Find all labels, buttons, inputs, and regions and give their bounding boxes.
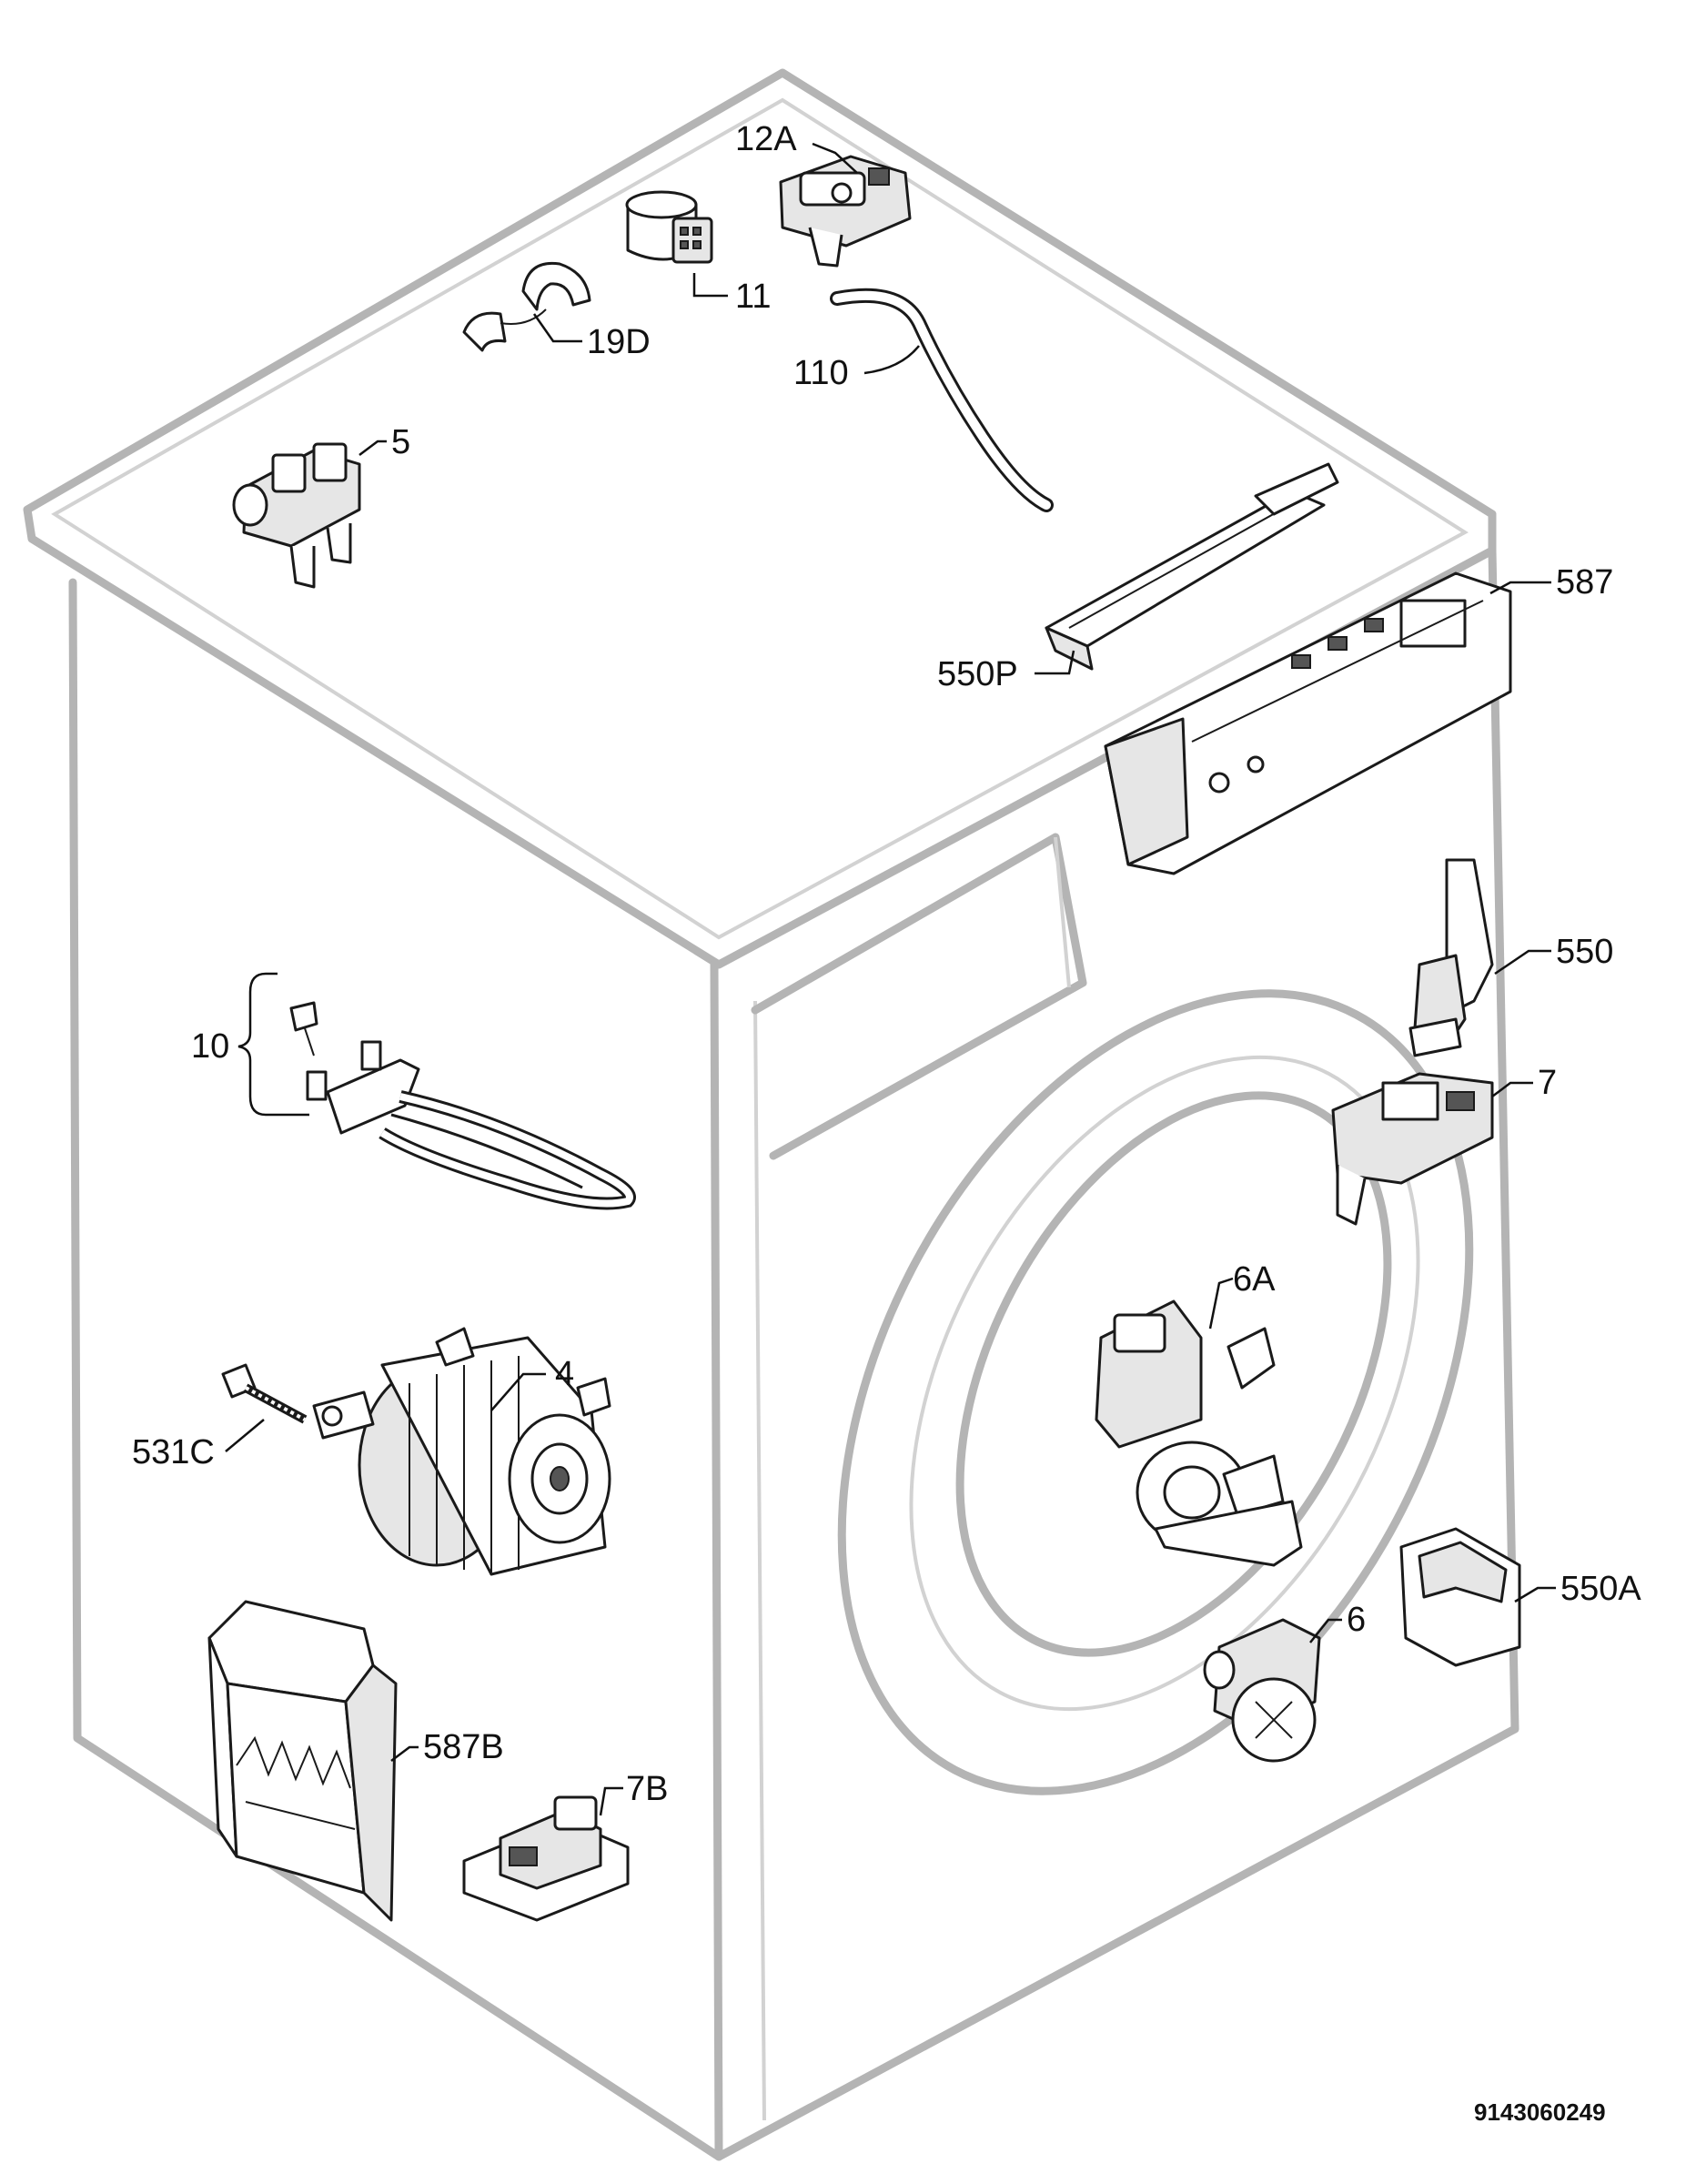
- screw-illustration: [221, 1363, 308, 1424]
- dispenser-handle-illustration: [1408, 858, 1494, 1057]
- dispenser-top-illustration: [1045, 462, 1339, 671]
- leader-lines: [225, 142, 1556, 1816]
- cable-clamp-illustration: [462, 261, 591, 352]
- label-10: 10: [191, 1027, 229, 1066]
- door-lock-illustration: [1331, 1072, 1494, 1226]
- drain-pump-small-illustration: [1203, 1618, 1321, 1763]
- label-19D: 19D: [587, 323, 651, 361]
- interference-filter-illustration: [625, 190, 713, 264]
- label-587: 587: [1556, 563, 1613, 602]
- label-550A: 550A: [1560, 1570, 1641, 1608]
- heating-element-illustration: [289, 1001, 636, 1210]
- electronic-module-b-illustration: [207, 1600, 398, 1922]
- motor-illustration: [312, 1327, 611, 1576]
- label-7B: 7B: [626, 1770, 668, 1808]
- label-550P: 550P: [937, 655, 1018, 693]
- label-6A: 6A: [1233, 1260, 1276, 1299]
- document-number: 9143060249: [1474, 2098, 1606, 2126]
- part-labels: 12A 11 19D 110 5 587 550P 550 10 7 6A 4 …: [132, 120, 1641, 1808]
- pressure-hose-illustration: [830, 288, 1054, 512]
- electronic-module-illustration: [1104, 571, 1512, 875]
- pressure-switch-illustration: [779, 155, 912, 268]
- label-110: 110: [793, 354, 849, 392]
- label-11: 11: [735, 278, 771, 316]
- label-6: 6: [1347, 1601, 1366, 1639]
- label-5: 5: [391, 423, 410, 461]
- drain-pump-illustration: [1095, 1299, 1303, 1567]
- door-lock-b-illustration: [462, 1795, 630, 1922]
- washer-cabinet-outline: [23, 68, 1519, 2161]
- label-550: 550: [1556, 933, 1613, 971]
- label-587B: 587B: [423, 1728, 504, 1766]
- cover-cap-illustration: [1399, 1527, 1521, 1667]
- label-4: 4: [555, 1355, 574, 1393]
- label-7: 7: [1538, 1064, 1557, 1102]
- label-531C: 531C: [132, 1433, 215, 1471]
- label-12A: 12A: [735, 120, 797, 158]
- inlet-valve-illustration: [232, 442, 361, 589]
